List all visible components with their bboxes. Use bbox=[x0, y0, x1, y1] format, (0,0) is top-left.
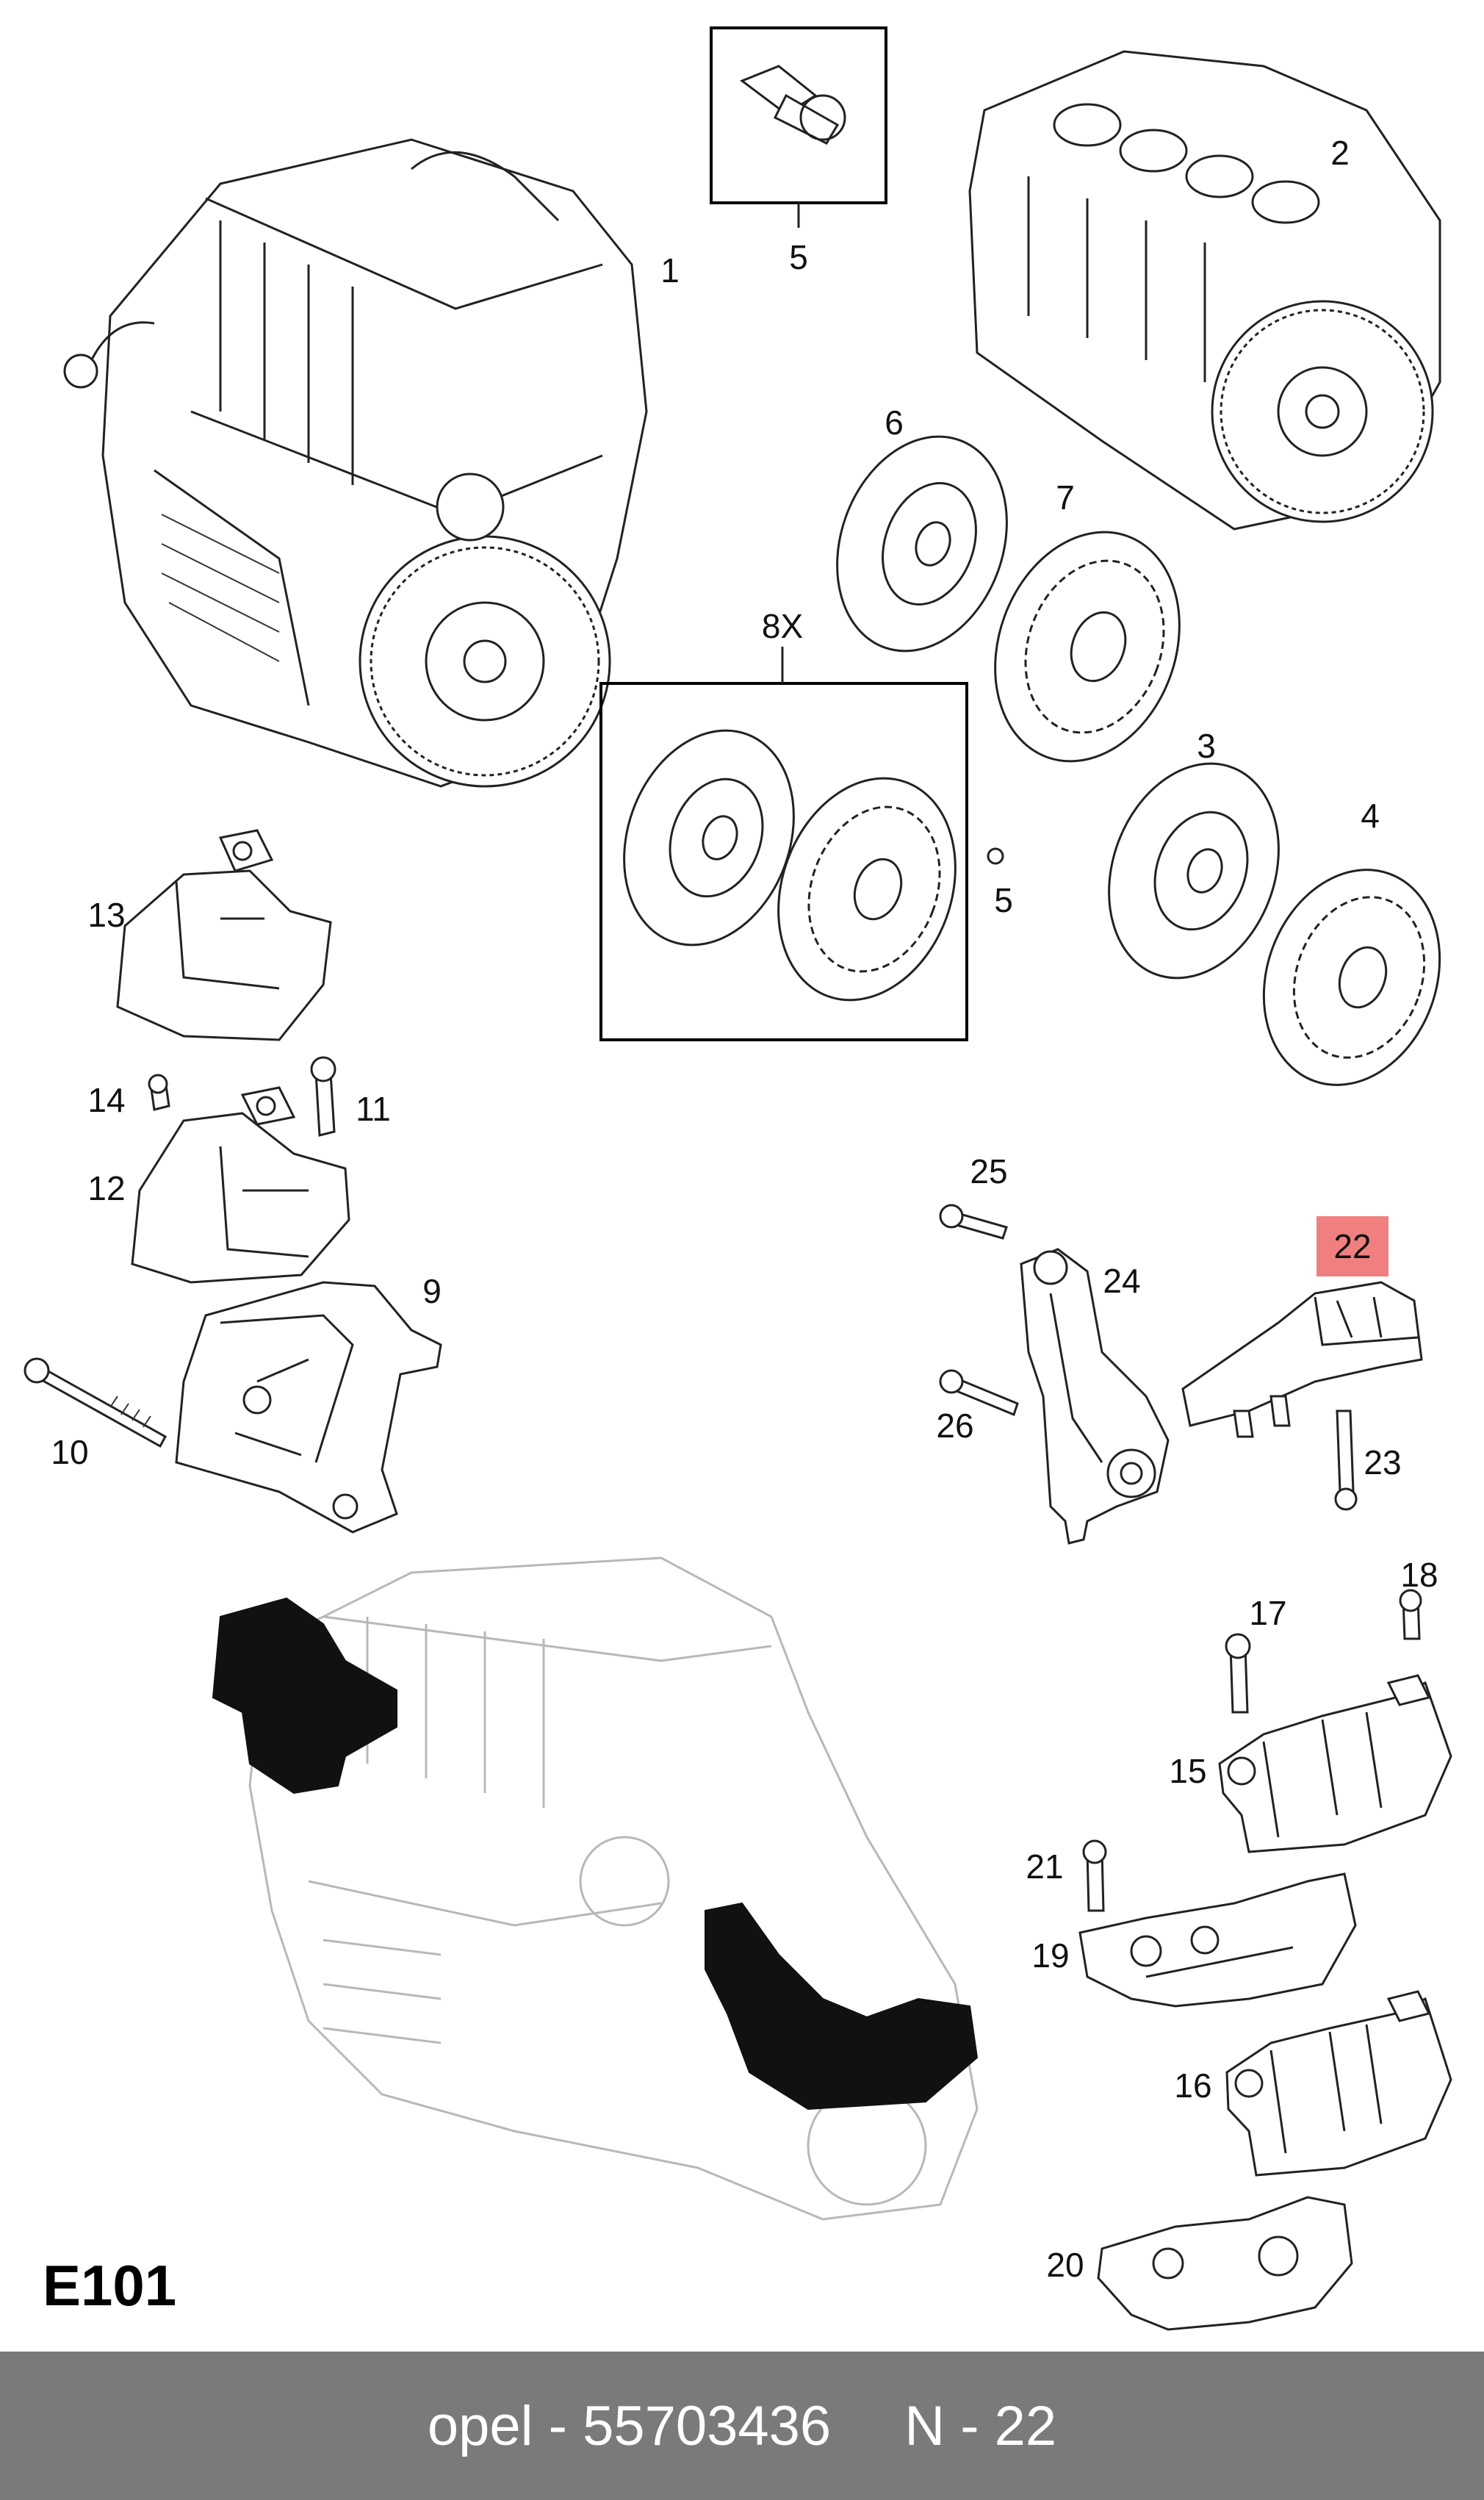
part-label-7: 7 bbox=[1056, 478, 1075, 517]
footer-bar: opel - 55703436 N - 22 bbox=[0, 2352, 1484, 2500]
diagram-code: E101 bbox=[43, 2253, 177, 2318]
part-label-21: 21 bbox=[1026, 1847, 1064, 1886]
highlighted-part-label: 22 bbox=[1333, 1227, 1372, 1265]
part-label-24: 24 bbox=[1103, 1262, 1141, 1300]
exploded-parts-diagram bbox=[24, 26, 1452, 2331]
part-label-20: 20 bbox=[1046, 2246, 1084, 2284]
part-label-14: 14 bbox=[87, 1081, 126, 1119]
bolt-23-drawing bbox=[1334, 1409, 1358, 1511]
engine-assembly-drawing bbox=[63, 138, 648, 788]
transmission-mount-22-drawing bbox=[1181, 1281, 1423, 1438]
torque-bracket-24-drawing bbox=[1020, 1248, 1170, 1545]
part-label-26: 26 bbox=[936, 1407, 974, 1445]
clutch-kit-drawing bbox=[623, 729, 957, 1002]
part-label-1: 1 bbox=[660, 251, 680, 290]
transmission-mount-15-drawing bbox=[1218, 1674, 1452, 1853]
transmission-bracket-19-drawing bbox=[1078, 1872, 1357, 2008]
clutch-disc-3-drawing bbox=[1108, 762, 1280, 980]
part-label-23: 23 bbox=[1364, 1443, 1402, 1481]
part-label-19: 19 bbox=[1031, 1936, 1070, 1975]
small-bolt-5-drawing bbox=[987, 847, 1004, 865]
part-label-10: 10 bbox=[51, 1433, 89, 1471]
pressure-plate-4-drawing bbox=[1262, 869, 1441, 1086]
part-label-3: 3 bbox=[1197, 727, 1216, 765]
part-label-25: 25 bbox=[970, 1152, 1008, 1190]
transmission-mount-16-drawing bbox=[1225, 1990, 1452, 2177]
part-number: 55703436 bbox=[583, 2394, 832, 2457]
part-reference: opel - 55703436 bbox=[428, 2394, 831, 2458]
part-label-5-middle: 5 bbox=[994, 881, 1013, 919]
position-reference: N - 22 bbox=[904, 2394, 1057, 2457]
clutch-kit-box bbox=[599, 682, 968, 1041]
transmission-bracket-20-drawing bbox=[1097, 2196, 1353, 2331]
part-label-2: 2 bbox=[1330, 134, 1350, 172]
bolt-17-drawing bbox=[1225, 1633, 1251, 1714]
bolt-21-drawing bbox=[1082, 1839, 1107, 1912]
part-label-13: 13 bbox=[87, 896, 126, 934]
engine-block-drawing bbox=[968, 50, 1441, 531]
bolt-14-drawing bbox=[148, 1074, 170, 1111]
part-label-9: 9 bbox=[422, 1272, 442, 1310]
part-label-8x: 8X bbox=[761, 607, 804, 645]
bolt-11-drawing bbox=[310, 1056, 336, 1137]
clutch-disc-6-drawing bbox=[836, 435, 1008, 653]
part-label-6: 6 bbox=[885, 403, 904, 442]
engine-mount-12-drawing bbox=[131, 1086, 350, 1284]
installed-location-drawing bbox=[212, 1556, 979, 2221]
part-label-4: 4 bbox=[1361, 797, 1380, 835]
bolt-10-drawing bbox=[24, 1357, 168, 1448]
flywheel-bolt-drawing bbox=[739, 65, 846, 145]
bolt-26-drawing bbox=[939, 1369, 1019, 1416]
engine-mount-13-drawing bbox=[116, 829, 332, 1041]
bolt-18-drawing bbox=[1399, 1589, 1422, 1640]
pressure-plate-7-drawing bbox=[994, 531, 1181, 763]
part-label-17: 17 bbox=[1249, 1594, 1287, 1632]
part-label-12: 12 bbox=[87, 1169, 126, 1207]
mount-bracket-9-drawing bbox=[175, 1281, 442, 1534]
part-label-11: 11 bbox=[356, 1090, 391, 1128]
part-label-18: 18 bbox=[1400, 1556, 1438, 1594]
separator: - bbox=[548, 2394, 567, 2457]
brand-name: opel bbox=[427, 2394, 533, 2457]
part-label-5-top: 5 bbox=[789, 238, 808, 276]
bolt-25-drawing bbox=[939, 1204, 1008, 1240]
part-label-15: 15 bbox=[1169, 1752, 1207, 1790]
part-label-16: 16 bbox=[1174, 2066, 1212, 2105]
highlighted-part-22: 22 bbox=[1316, 1216, 1388, 1276]
